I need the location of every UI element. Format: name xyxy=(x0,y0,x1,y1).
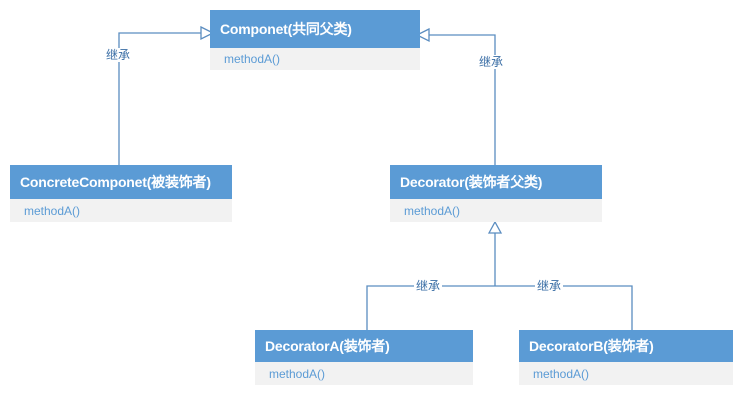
class-name-concrete-componet: ConcreteComponet(被装饰者) xyxy=(10,165,232,199)
class-method-concrete-componet: methodA() xyxy=(10,199,232,222)
edge-decorator-subclasses-to-decorator xyxy=(366,220,633,330)
class-box-component[interactable]: Componet(共同父类) methodA() xyxy=(210,10,420,70)
class-name-decorator: Decorator(装饰者父类) xyxy=(390,165,602,199)
edge-label-decorator-to-component: 继承 xyxy=(477,55,506,69)
class-box-concrete-componet[interactable]: ConcreteComponet(被装饰者) methodA() xyxy=(10,165,232,222)
class-name-component: Componet(共同父类) xyxy=(210,10,420,48)
hollow-triangle-arrowhead-icon xyxy=(487,220,503,234)
edge-concrete-to-component xyxy=(118,25,215,165)
class-box-decorator[interactable]: Decorator(装饰者父类) methodA() xyxy=(390,165,602,222)
hollow-triangle-arrowhead-icon xyxy=(200,25,215,41)
edge-label-decorator-a-to-decorator: 继承 xyxy=(414,279,443,293)
class-method-decorator: methodA() xyxy=(390,199,602,222)
class-name-decorator-b: DecoratorB(装饰者) xyxy=(519,330,733,362)
class-method-component: methodA() xyxy=(210,48,420,70)
class-box-decorator-a[interactable]: DecoratorA(装饰者) methodA() xyxy=(255,330,473,385)
class-method-decorator-a: methodA() xyxy=(255,362,473,385)
hollow-triangle-arrowhead-icon xyxy=(415,27,430,43)
edge-label-concrete-to-component: 继承 xyxy=(104,48,133,62)
edge-label-decorator-b-to-decorator: 继承 xyxy=(535,279,564,293)
edge-decorator-to-component xyxy=(415,27,496,165)
class-name-decorator-a: DecoratorA(装饰者) xyxy=(255,330,473,362)
class-method-decorator-b: methodA() xyxy=(519,362,733,385)
class-box-decorator-b[interactable]: DecoratorB(装饰者) methodA() xyxy=(519,330,733,385)
